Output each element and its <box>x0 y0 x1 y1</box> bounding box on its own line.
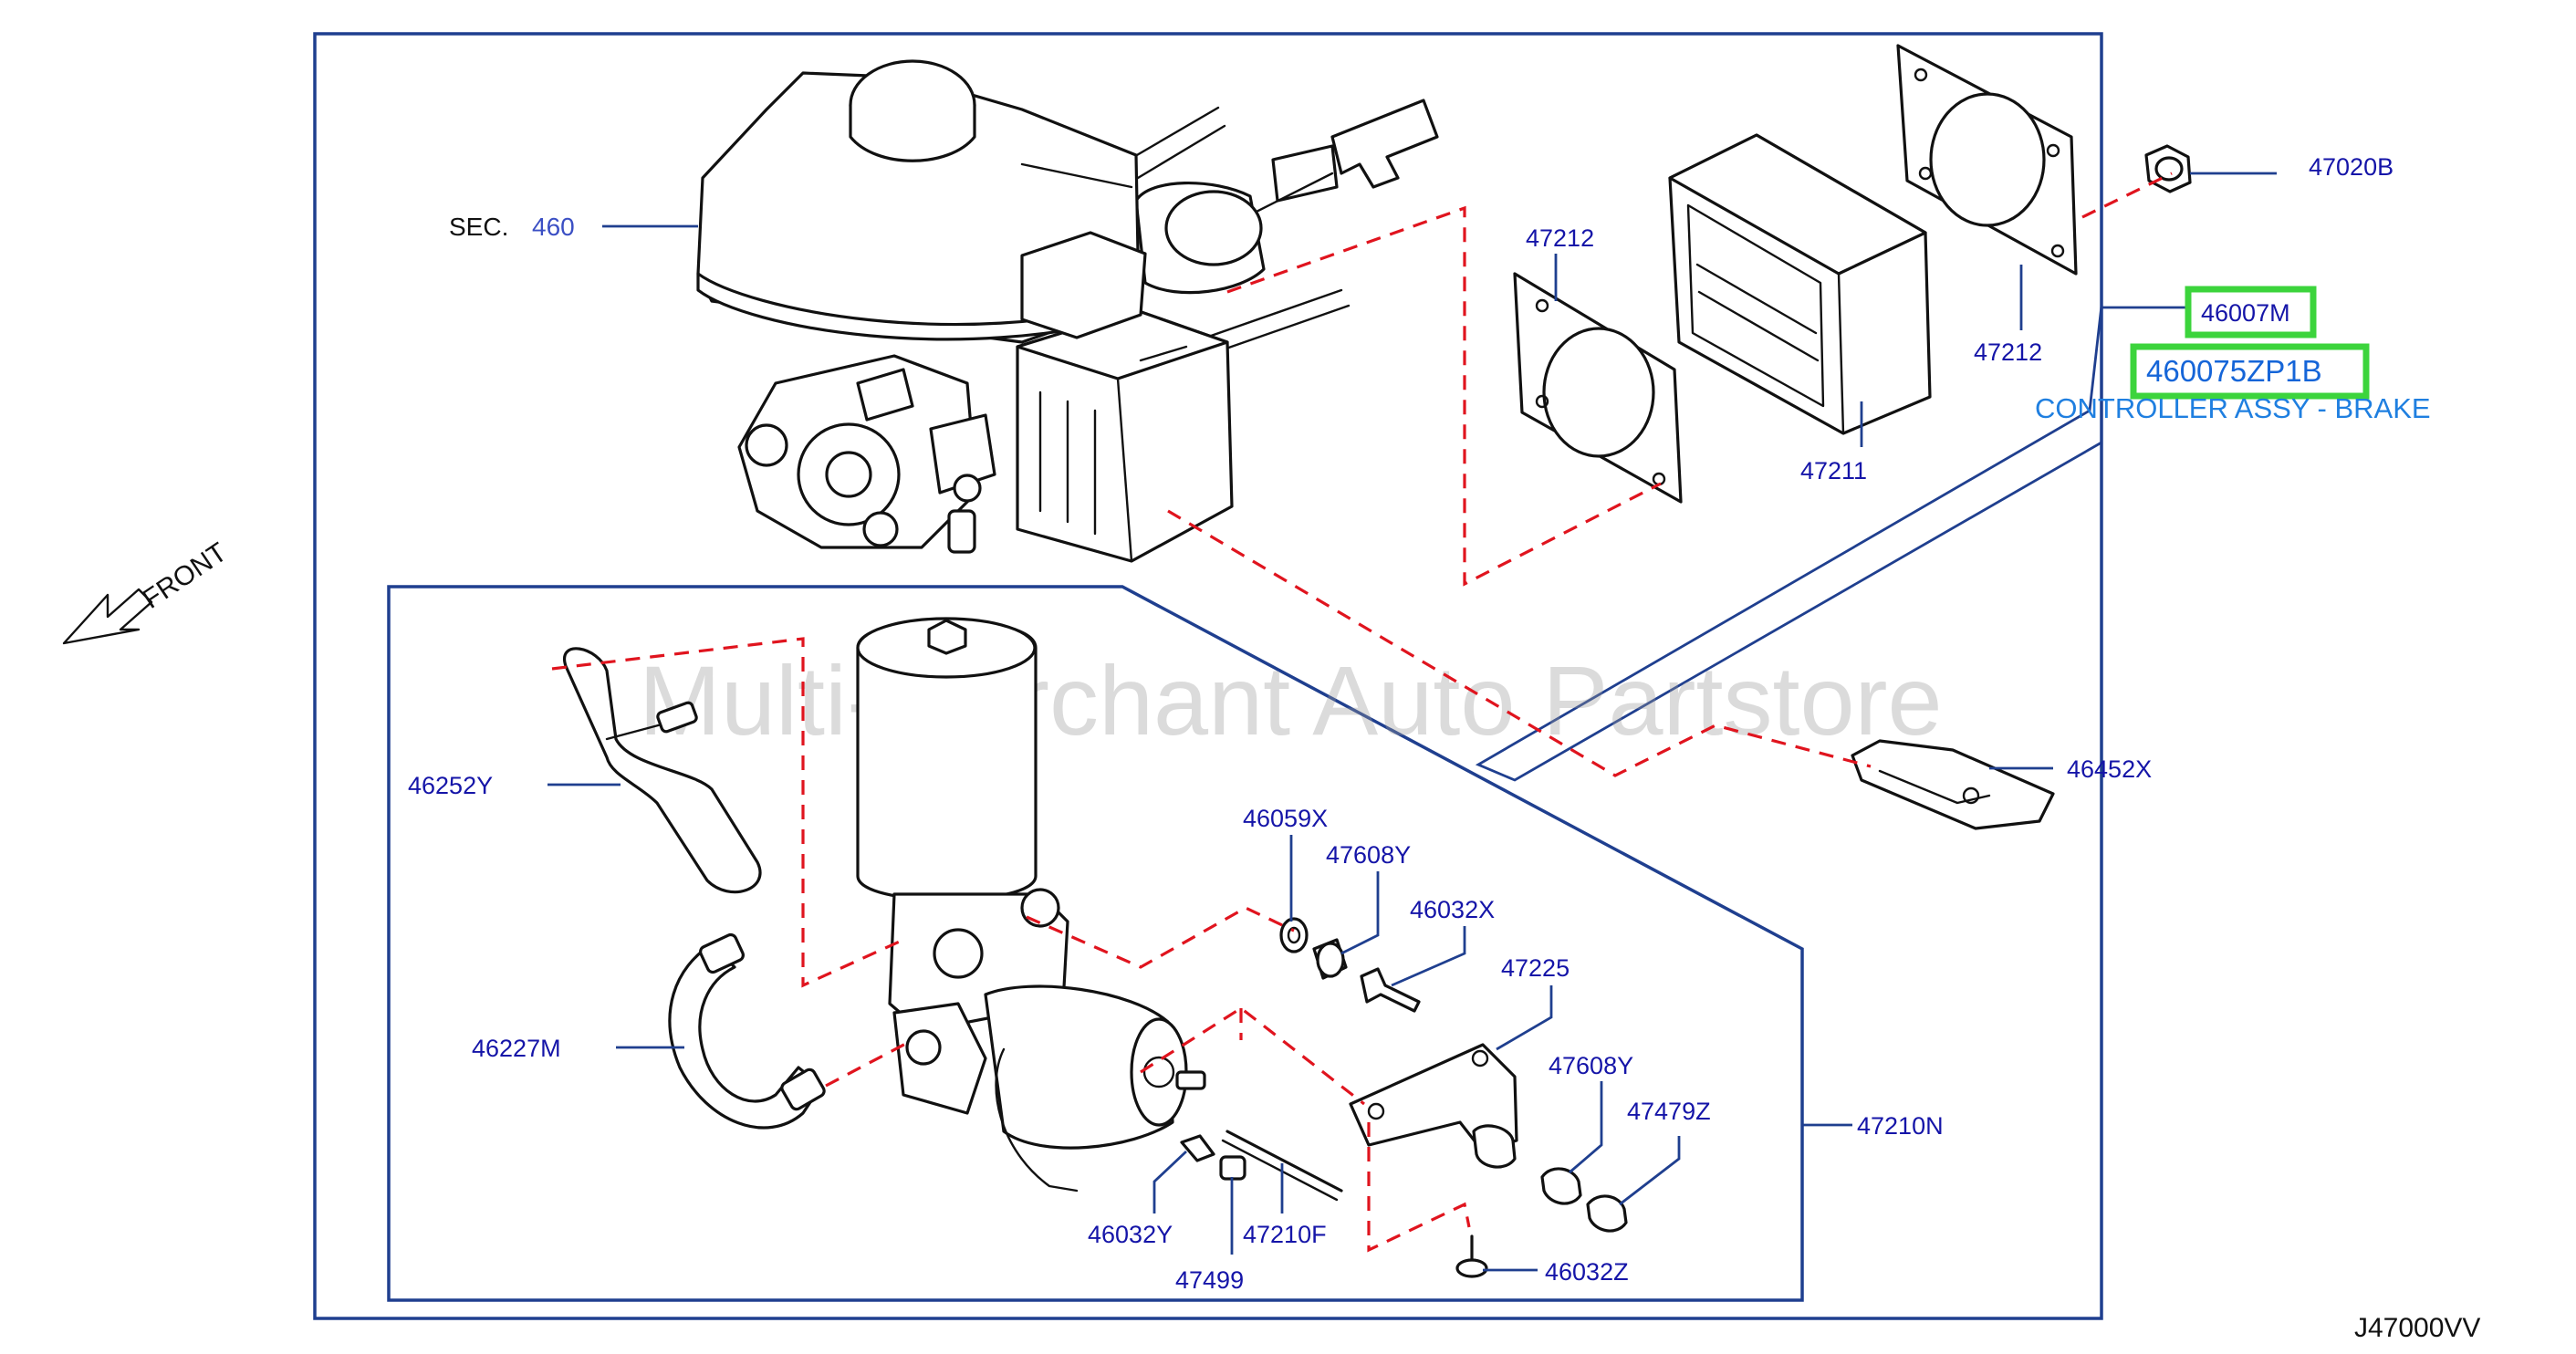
part-label-47020B[interactable]: 47020B <box>2309 153 2393 181</box>
section-prefix: SEC. <box>449 213 508 241</box>
bolt-46032Z-illustration <box>1455 1234 1488 1278</box>
part-label-46032Z[interactable]: 46032Z <box>1545 1258 1629 1286</box>
highlight-box-part-number <box>2185 286 2317 338</box>
hose-46227M-illustration <box>668 932 826 1130</box>
leader-47479Z <box>1619 1136 1681 1206</box>
part-label-47211[interactable]: 47211 <box>1800 457 1867 484</box>
outer-frame <box>313 32 2103 1320</box>
part-label-46032Y[interactable]: 46032Y <box>1088 1221 1173 1248</box>
leader-47225 <box>1496 985 1553 1051</box>
section-number-link[interactable]: 460 <box>532 213 575 241</box>
bracket-47225-illustration <box>1349 1043 1518 1169</box>
callout-frame-line <box>1475 305 2103 782</box>
bracket-46452X-illustration <box>1851 739 2055 830</box>
guide-line-9 <box>1367 1122 1471 1253</box>
part-label-46059X[interactable]: 46059X <box>1243 805 1328 832</box>
accumulator-pump-illustration <box>856 617 1206 1193</box>
part-label-47225[interactable]: 47225 <box>1501 954 1570 982</box>
gasket-left-illustration <box>1513 272 1683 504</box>
part-label-47608Y-lower[interactable]: 47608Y <box>1549 1052 1633 1079</box>
part-label-46227M[interactable]: 46227M <box>472 1035 561 1062</box>
diagram-code: J47000VV <box>2354 1313 2480 1343</box>
leader-46032X <box>1391 926 1466 987</box>
watermark: Multi-Merchant Auto Partstore <box>639 645 1943 755</box>
part-label-47212-right[interactable]: 47212 <box>1974 338 2042 366</box>
guide-line-6 <box>1026 906 1295 969</box>
guide-line-7 <box>1140 1006 1365 1106</box>
master-cylinder-assembly-illustration <box>696 59 1439 563</box>
guide-line-4 <box>551 637 904 988</box>
part-label-46007M[interactable]: 46007M <box>2201 299 2290 327</box>
part-label-46252Y[interactable]: 46252Y <box>408 772 493 799</box>
part-label-47210N[interactable]: 47210N <box>1857 1112 1944 1140</box>
part-label-47212-left[interactable]: 47212 <box>1526 224 1594 252</box>
grommet-screw-parts-illustration <box>1180 917 1421 1202</box>
leader-47608Y-lower <box>1569 1081 1603 1174</box>
highlight-box-oem-number <box>2130 343 2370 400</box>
part-label-47479Z[interactable]: 47479Z <box>1627 1098 1711 1125</box>
part-label-46452X[interactable]: 46452X <box>2067 755 2152 783</box>
part-label-47210F[interactable]: 47210F <box>1243 1221 1327 1248</box>
gasket-right-illustration <box>1896 44 2078 276</box>
part-label-47608Y-upper[interactable]: 47608Y <box>1326 841 1411 869</box>
front-arrow-icon <box>62 588 153 645</box>
brake-tube-46252Y-illustration <box>562 647 762 894</box>
guide-line-2 <box>2081 172 2173 219</box>
part-label-46032X[interactable]: 46032X <box>1410 896 1495 923</box>
nut-icon <box>2144 144 2192 193</box>
guide-line-3 <box>1167 509 1872 777</box>
guide-line-5 <box>825 1038 913 1088</box>
grommets-lower-illustration <box>1540 1167 1628 1233</box>
part-label-47499[interactable]: 47499 <box>1175 1266 1244 1294</box>
spacer-block-illustration <box>1668 133 1932 435</box>
leader-47608Y-upper <box>1340 871 1380 955</box>
part-description: CONTROLLER ASSY - BRAKE <box>2035 392 2431 424</box>
front-label: FRONT <box>137 537 232 615</box>
guide-line-1 <box>1226 205 1662 587</box>
oem-part-number[interactable]: 460075ZP1B <box>2146 354 2322 388</box>
leader-46032Y <box>1152 1150 1187 1213</box>
